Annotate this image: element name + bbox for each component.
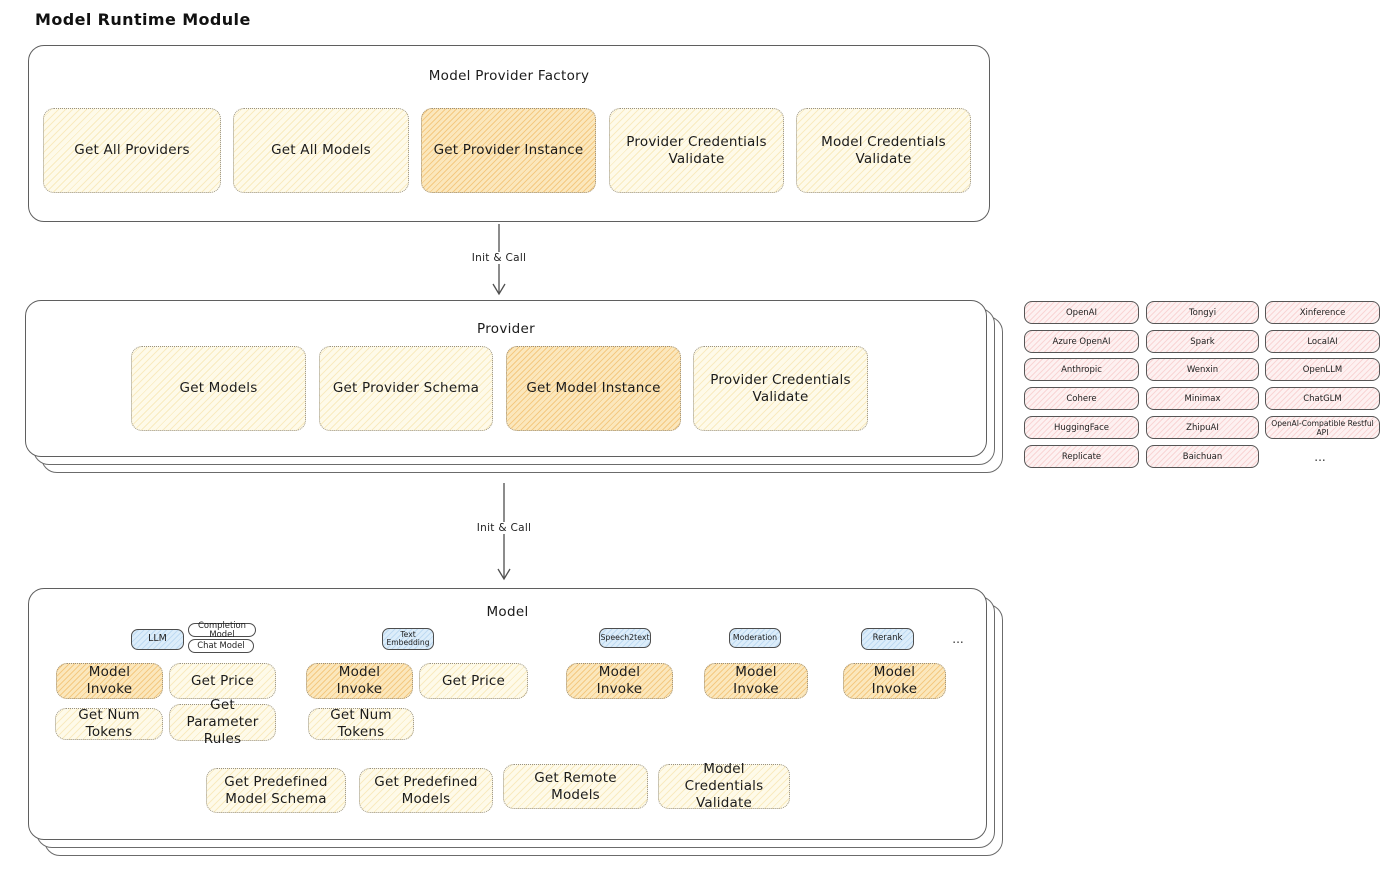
node-moderation-model-invoke: Model Invoke [704,663,808,699]
node-model-credentials-validate: Model Credentials Validate [796,108,971,193]
tag-text-embedding: Text Embedding [382,628,434,650]
node-get-provider-schema: Get Provider Schema [319,346,493,431]
node-get-model-instance: Get Model Instance [506,346,681,431]
factory-box: Model Provider Factory Get All Providers… [28,45,990,222]
node-provider-credentials-validate-2: Provider Credentials Validate [693,346,868,431]
provider-pill-huggingface: HuggingFace [1024,416,1139,439]
node-get-predefined-model-schema: Get Predefined Model Schema [206,768,346,813]
tag-rerank: Rerank [861,628,914,650]
provider-pill-wenxin: Wenxin [1146,358,1259,381]
tag-chat-model: Chat Model [188,639,254,653]
node-embedding-get-price: Get Price [419,663,528,699]
arrow-label-init-call-2: Init & Call [472,522,536,534]
provider-pill-xinference: Xinference [1265,301,1380,324]
provider-pill-azure-openai: Azure OpenAI [1024,330,1139,353]
node-provider-credentials-validate: Provider Credentials Validate [609,108,784,193]
node-get-predefined-models: Get Predefined Models [359,768,493,813]
node-speech2text-model-invoke: Model Invoke [566,663,673,699]
provider-pill-openai-compatible: OpenAI-Compatible Restful API [1265,416,1380,439]
node-get-all-models: Get All Models [233,108,409,193]
provider-pill-spark: Spark [1146,330,1259,353]
provider-pill-anthropic: Anthropic [1024,358,1139,381]
model-title: Model [486,604,529,620]
node-llm-get-num-tokens: Get Num Tokens [55,707,163,740]
node-get-all-providers: Get All Providers [43,108,221,193]
provider-pill-cohere: Cohere [1024,387,1139,410]
arrow-label-init-call-1: Init & Call [467,252,531,264]
provider-pill-chatglm: ChatGLM [1265,387,1380,410]
provider-pill-openllm: OpenLLM [1265,358,1380,381]
node-llm-get-price: Get Price [169,663,276,699]
tag-llm: LLM [131,629,184,650]
factory-title: Model Provider Factory [428,68,590,84]
node-get-provider-instance: Get Provider Instance [421,108,596,193]
provider-pill-baichuan: Baichuan [1146,445,1259,468]
node-llm-model-invoke: Model Invoke [56,663,163,699]
tag-more: ... [952,632,964,646]
provider-pill-more: ... [1314,450,1326,464]
provider-pill-minimax: Minimax [1146,387,1259,410]
node-embedding-model-invoke: Model Invoke [306,663,413,699]
provider-pill-zhipuai: ZhipuAI [1146,416,1259,439]
node-llm-get-parameter-rules: Get Parameter Rules [169,697,276,747]
provider-pill-localai: LocalAI [1265,330,1380,353]
node-model-credentials-validate-2: Model Credentials Validate [658,761,790,811]
provider-box: Provider Get Models Get Provider Schema … [25,300,987,457]
tag-moderation: Moderation [729,628,781,648]
page-title: Model Runtime Module [35,10,251,29]
provider-pill-replicate: Replicate [1024,445,1139,468]
tag-completion-model: Completion Model [188,620,256,639]
provider-pill-openai: OpenAI [1024,301,1139,324]
node-get-remote-models: Get Remote Models [503,764,648,809]
tag-speech2text: Speech2text [599,628,651,648]
model-box: Model LLM Completion Model Chat Model Te… [28,588,987,840]
provider-pill-tongyi: Tongyi [1146,301,1259,324]
node-rerank-model-invoke: Model Invoke [843,663,946,699]
node-get-models: Get Models [131,346,306,431]
node-embedding-get-num-tokens: Get Num Tokens [308,707,414,740]
provider-title: Provider [477,321,535,337]
